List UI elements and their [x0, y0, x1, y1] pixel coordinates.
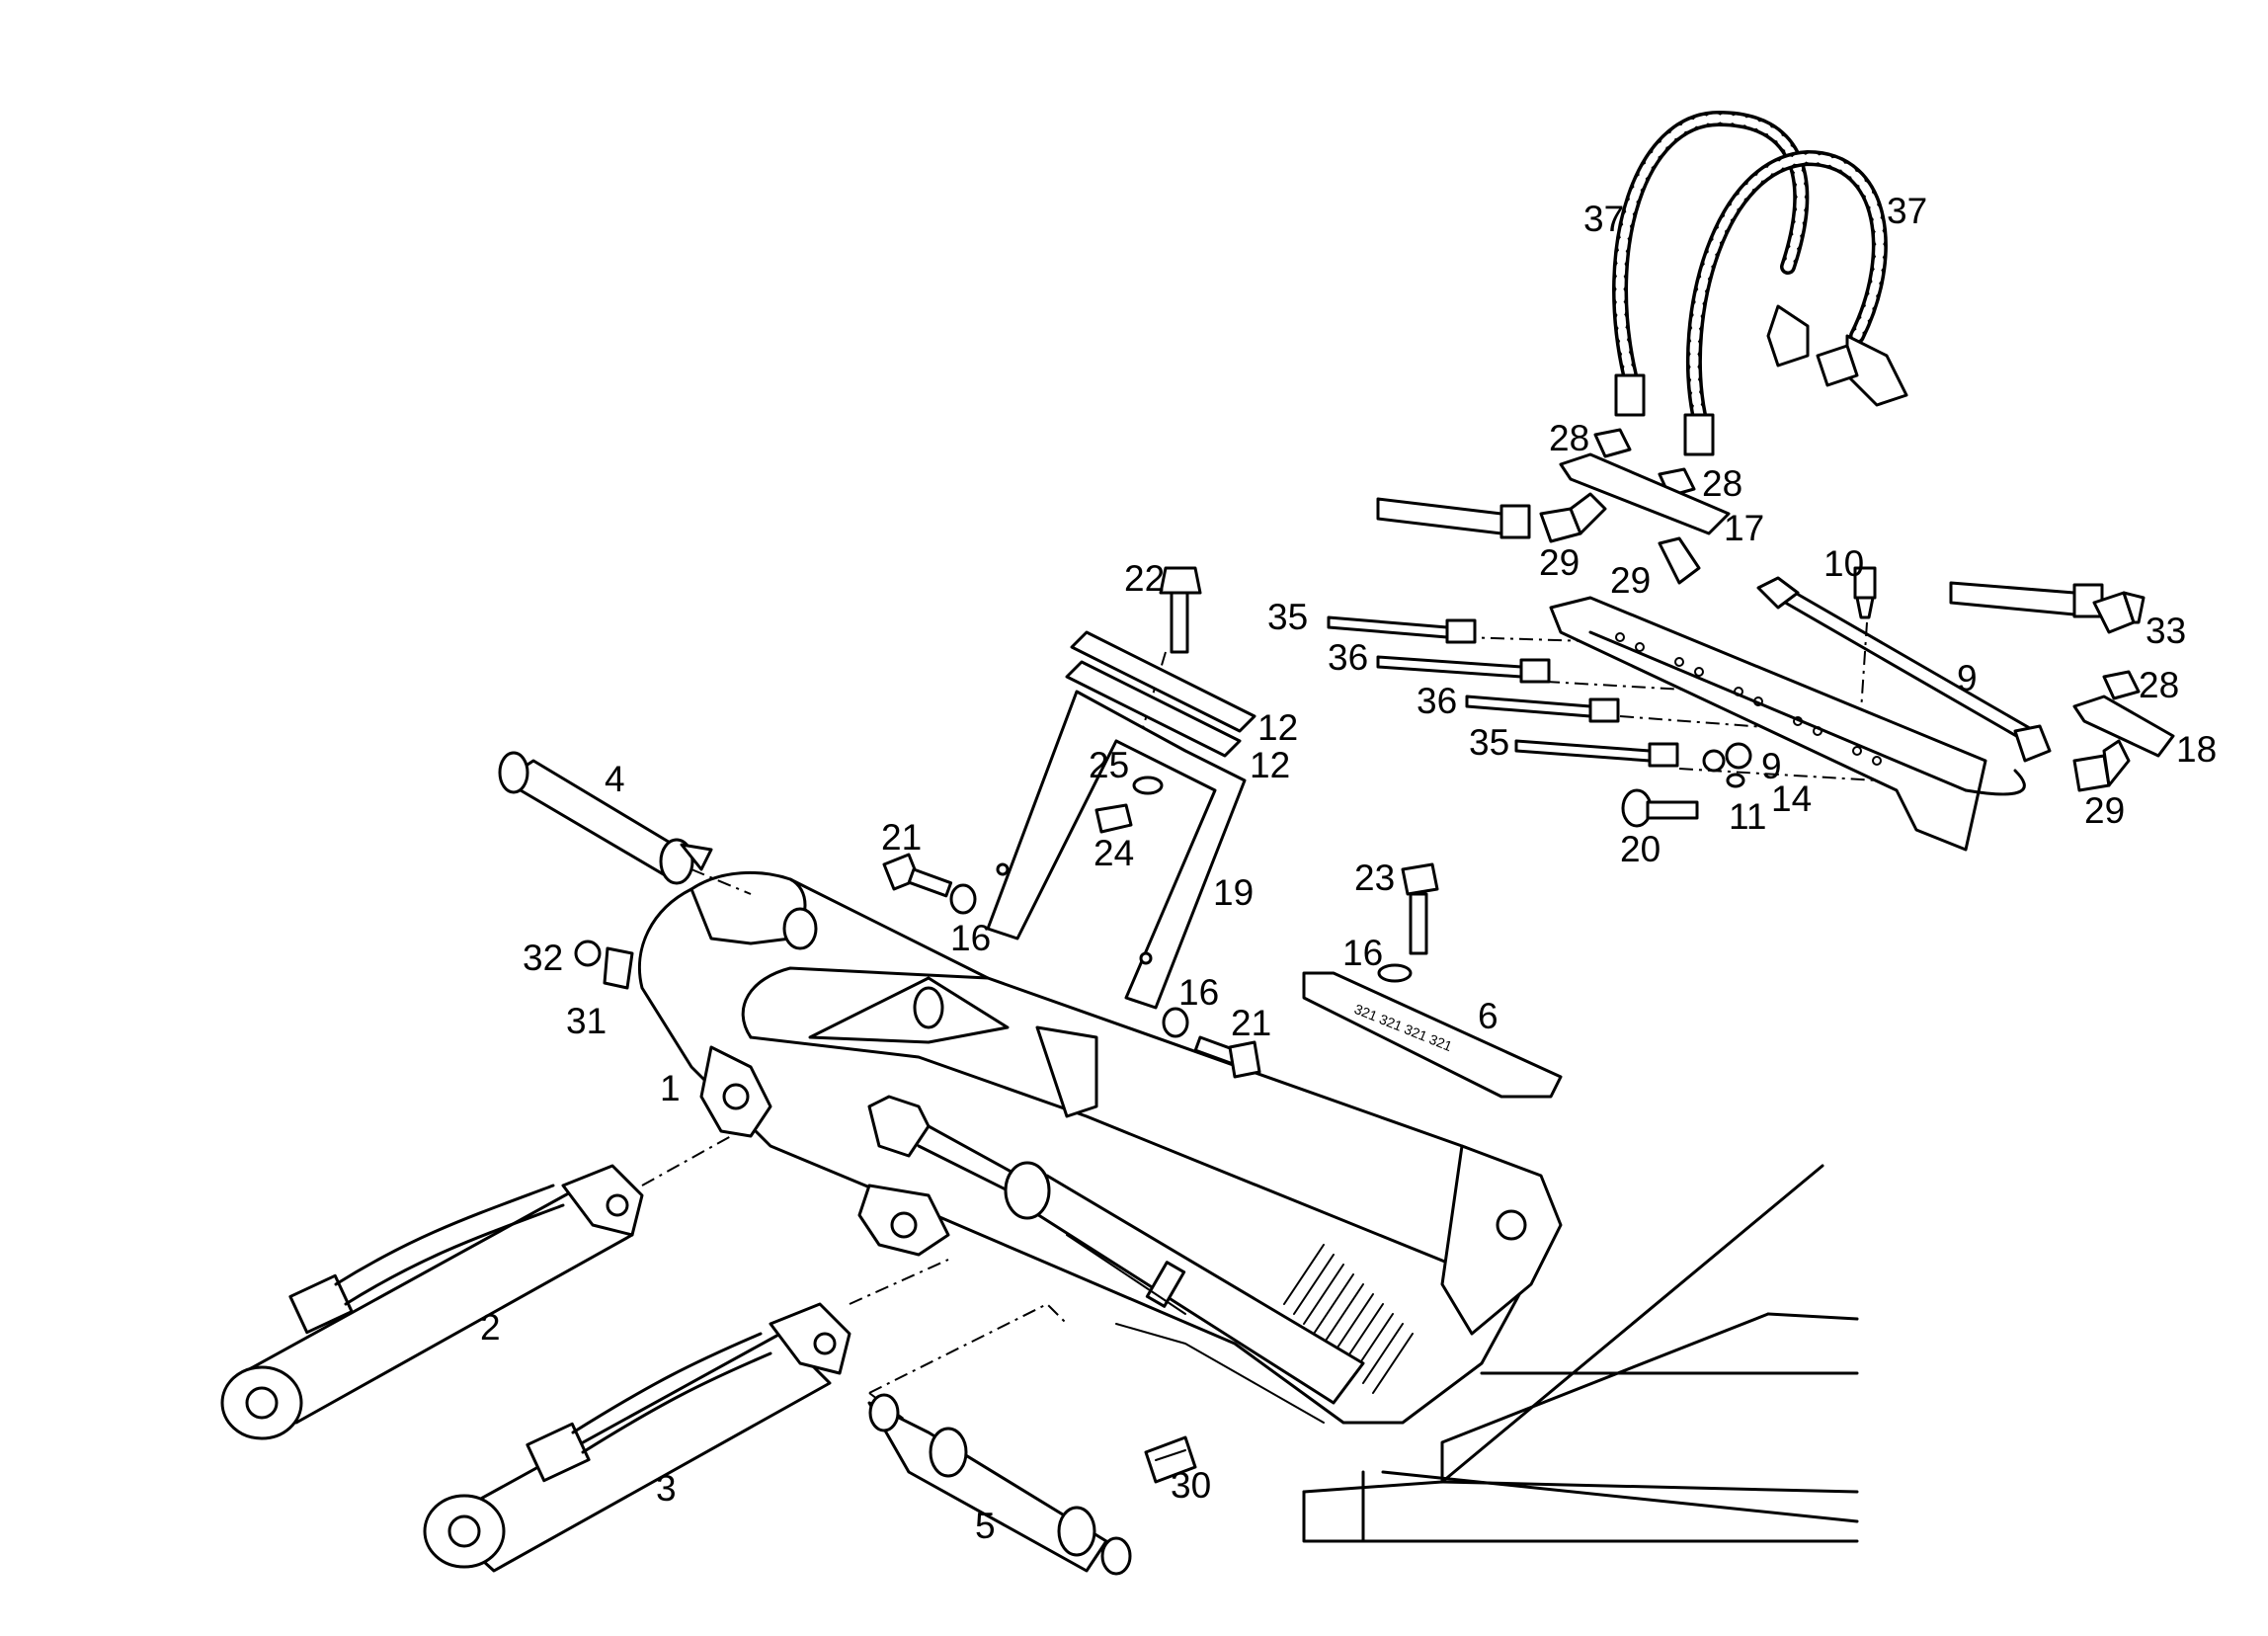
bracket-17 — [1559, 452, 1731, 535]
callout-6: 6 — [1478, 996, 1498, 1036]
callout-36-bottom: 36 — [1417, 681, 1458, 721]
callout-21-left: 21 — [881, 817, 923, 858]
callout-37-right: 37 — [1887, 191, 1928, 231]
callout-9-fitting: 9 — [1761, 746, 1782, 786]
callout-30: 30 — [1171, 1465, 1212, 1506]
callout-21-right: 21 — [1231, 1003, 1272, 1043]
manifold-block — [1549, 596, 2026, 852]
callout-12-top: 12 — [1257, 707, 1299, 748]
bolt-22 — [1159, 566, 1202, 654]
loader-frame — [637, 871, 1563, 1425]
callout-33: 33 — [2146, 611, 2187, 651]
callout-24: 24 — [1094, 833, 1135, 873]
bolt-21-right — [1162, 1007, 1261, 1079]
chassis-frame — [1302, 1164, 1859, 1543]
callout-18: 18 — [2176, 729, 2218, 770]
elbows-29 — [1539, 492, 2131, 792]
tie-rod-assembly — [867, 1393, 1132, 1576]
callout-9-pipe: 9 — [1957, 658, 1978, 698]
pipe-9 — [1756, 566, 2052, 763]
callout-29-middle: 29 — [1610, 560, 1652, 601]
callout-5: 5 — [975, 1506, 996, 1546]
hose-pair-37 — [1612, 110, 1908, 456]
bracket-18 — [2072, 695, 2175, 758]
callout-17: 17 — [1724, 508, 1765, 548]
callout-29-right: 29 — [2084, 790, 2126, 831]
callout-16-left: 16 — [950, 918, 992, 958]
callout-31: 31 — [566, 1001, 608, 1041]
callout-28-right: 28 — [2139, 665, 2180, 705]
short-hoses-35-36 — [1327, 615, 1679, 768]
callout-35-top: 35 — [1267, 597, 1309, 637]
callout-36-top: 36 — [1328, 637, 1369, 678]
callout-37-left: 37 — [1583, 199, 1625, 239]
bracket-19 — [986, 630, 1256, 1010]
callout-25: 25 — [1089, 745, 1130, 785]
bolt-21-left — [882, 853, 977, 915]
callout-20: 20 — [1620, 829, 1661, 869]
hydraulic-cylinder-2 — [220, 1164, 644, 1440]
callout-32: 32 — [523, 938, 564, 978]
plate-6: 321 321 321 321 — [1302, 971, 1563, 1099]
callout-28-middle: 28 — [1702, 463, 1743, 504]
callout-12-bottom: 12 — [1250, 745, 1291, 785]
callout-28-left: 28 — [1549, 418, 1590, 458]
callout-35-bottom: 35 — [1469, 722, 1510, 763]
callout-16-right: 16 — [1178, 972, 1220, 1013]
lift-cylinder-mounted — [867, 1095, 1365, 1424]
bolt-23 — [1377, 862, 1439, 983]
callout-2: 2 — [480, 1307, 501, 1348]
callout-19: 19 — [1213, 872, 1255, 913]
fitting-33 — [2092, 591, 2146, 634]
pin-assembly — [498, 751, 713, 885]
fasteners-11-14-20 — [1621, 742, 1752, 828]
nut-washer-24-25 — [1094, 776, 1164, 834]
callout-3: 3 — [656, 1468, 677, 1509]
callout-14: 14 — [1771, 778, 1813, 819]
hydraulic-cylinder-3 — [423, 1302, 851, 1573]
callout-11: 11 — [1729, 796, 1767, 837]
nameplate — [1144, 1435, 1197, 1484]
small-clip — [574, 940, 634, 990]
callout-10: 10 — [1823, 543, 1865, 584]
callout-1: 1 — [660, 1068, 681, 1108]
callout-23: 23 — [1354, 858, 1396, 898]
callout-16-mid: 16 — [1342, 933, 1384, 973]
callout-29-left: 29 — [1539, 542, 1580, 583]
callout-22: 22 — [1124, 558, 1166, 599]
callout-4: 4 — [605, 759, 625, 799]
